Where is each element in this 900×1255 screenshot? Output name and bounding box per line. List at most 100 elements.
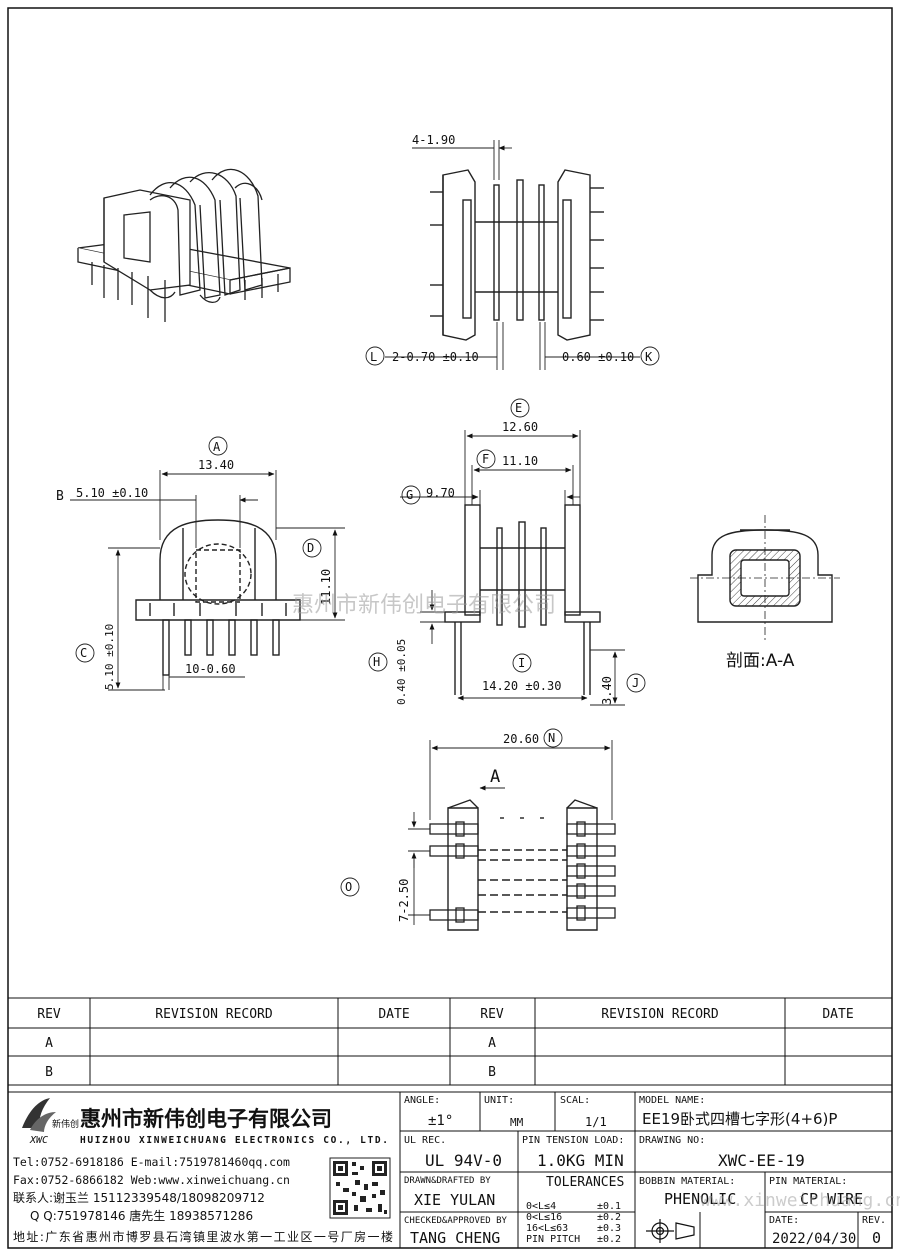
dim-K-value: 0.60 ±0.10 xyxy=(562,350,634,364)
qr-code xyxy=(329,1157,391,1219)
company-name-en: HUIZHOU XINWEICHUANG ELECTRONICS CO., LT… xyxy=(80,1135,388,1146)
dim-C-label: C xyxy=(80,646,87,660)
dim-F-label: F xyxy=(482,452,489,466)
checked-value: TANG CHENG xyxy=(410,1229,500,1247)
front-view-pins xyxy=(162,619,280,676)
drawn-label: DRAWN&DRAFTED BY xyxy=(404,1176,491,1186)
ul-label: UL REC. xyxy=(404,1135,446,1146)
tolerance-table: 0<L≤4 ±0.1 0<L≤16 ±0.2 16<L≤63 ±0.3 PIN … xyxy=(526,1201,621,1245)
tol-range-1: 0<L≤4 xyxy=(526,1201,556,1212)
dim-D-label: D xyxy=(307,541,314,555)
drawn-value: XIE YULAN xyxy=(414,1191,495,1209)
ul-value: UL 94V-0 xyxy=(425,1151,502,1170)
dim-G-label: G xyxy=(406,488,413,502)
dim-I-value: 14.20 ±0.30 xyxy=(482,679,561,693)
side-view xyxy=(444,504,601,695)
drawing-no-value: XWC-EE-19 xyxy=(718,1151,805,1170)
unit-value: MM xyxy=(510,1116,524,1129)
pin-material-value: CP WIRE xyxy=(800,1190,863,1208)
dim-K-label: K xyxy=(645,350,653,364)
tol-value-4: ±0.2 xyxy=(597,1234,621,1245)
date-header-2: DATE xyxy=(822,1007,853,1022)
dim-pin-pitch: 10-0.60 xyxy=(185,662,236,676)
logo-en: XWC xyxy=(29,1135,48,1146)
angle-label: ANGLE: xyxy=(404,1095,440,1106)
dim-H-label: H xyxy=(373,655,380,669)
url-watermark: www.xinweichuang.cn xyxy=(700,1190,900,1211)
dim-L-value: 2-0.70 ±0.10 xyxy=(392,350,479,364)
rev-row-b-1: B xyxy=(45,1065,53,1080)
company-address: 地址:广东省惠州市博罗县石湾镇里波水第一工业区一号厂房一楼 xyxy=(13,1229,393,1244)
front-view xyxy=(135,519,301,621)
isometric-view xyxy=(77,168,291,322)
revision-table xyxy=(7,997,893,1086)
tol-range-4: PIN PITCH xyxy=(526,1234,580,1245)
section-view xyxy=(690,515,840,640)
rev-header-2: REV xyxy=(480,1007,504,1022)
company-logo: 新伟创 XWC xyxy=(22,1098,79,1146)
projection-symbol-icon xyxy=(646,1219,695,1243)
dim-B-label: B xyxy=(56,489,64,504)
pin-tension-value: 1.0KG MIN xyxy=(537,1151,624,1170)
tol-value-3: ±0.3 xyxy=(597,1223,621,1234)
dim-O-label: O xyxy=(345,880,352,894)
pin-tension-label: PIN TENSION LOAD: xyxy=(522,1135,624,1146)
dim-J-value: 3.40 xyxy=(600,676,614,705)
top-view-dimensions xyxy=(365,140,660,370)
date-label: DATE: xyxy=(769,1215,799,1226)
dim-J-label: J xyxy=(632,676,639,690)
dim-N-value: 20.60 xyxy=(503,732,539,746)
rev-value: 0 xyxy=(872,1229,881,1247)
title-block-grid xyxy=(7,1091,893,1249)
rev-header-1: REV xyxy=(37,1007,61,1022)
angle-value: ±1° xyxy=(428,1113,453,1129)
contact-person: 联系人:谢玉兰 15112339548/18098209712 xyxy=(13,1190,265,1205)
date-value: 2022/04/30 xyxy=(772,1231,856,1247)
dim-pin-width: 4-1.90 xyxy=(412,133,455,147)
unit-label: UNIT: xyxy=(484,1095,514,1106)
pin-material-label: PIN MATERIAL: xyxy=(769,1176,847,1187)
bobbin-value: PHENOLIC xyxy=(664,1190,736,1208)
scale-value: 1/1 xyxy=(585,1115,607,1129)
section-arrow-label: A xyxy=(490,767,500,787)
dim-I-label: I xyxy=(518,656,525,670)
bottom-view-dimensions xyxy=(340,728,613,925)
tolerances-label: TOLERANCES xyxy=(546,1175,624,1190)
model-value: EE19卧式四槽七字形(4+6)P xyxy=(642,1110,837,1128)
dim-G-value: 9.70 xyxy=(426,486,455,500)
dim-N-label: N xyxy=(548,731,555,745)
section-label: 剖面:A-A xyxy=(726,651,795,671)
dim-O-value: 7-2.50 xyxy=(397,879,411,922)
dim-A-value: 13.40 xyxy=(198,458,234,472)
scale-label: SCAL: xyxy=(560,1095,590,1106)
dim-F-value: 11.10 xyxy=(502,454,538,468)
contact-fax: Fax:0752-6866182 Web:www.xinweichuang.cn xyxy=(13,1173,290,1187)
tol-range-2: 0<L≤16 xyxy=(526,1212,562,1223)
rev-row-b-2: B xyxy=(488,1065,496,1080)
dim-E-value: 12.60 xyxy=(502,420,538,434)
revision-record-header-2: REVISION RECORD xyxy=(601,1007,719,1022)
tol-range-3: 16<L≤63 xyxy=(526,1223,568,1234)
dim-L-label: L xyxy=(370,350,377,364)
rev-row-a-1: A xyxy=(45,1036,53,1051)
bobbin-label: BOBBIN MATERIAL: xyxy=(639,1176,735,1187)
dim-E-label: E xyxy=(515,401,522,415)
date-header-1: DATE xyxy=(378,1007,409,1022)
dim-H-value: 0.40 ±0.05 xyxy=(395,639,408,705)
rev-label: REV. xyxy=(862,1215,886,1226)
dim-A-label: A xyxy=(213,440,221,454)
logo-cn: 新伟创 xyxy=(52,1118,79,1130)
bottom-view-pins xyxy=(429,821,616,923)
rev-row-a-2: A xyxy=(488,1036,496,1051)
checked-label: CHECKED&APPROVED BY xyxy=(404,1216,508,1226)
front-view-dimensions xyxy=(70,436,345,691)
contact-tel: Tel:0752-6918186 E-mail:7519781460qq.com xyxy=(13,1155,290,1169)
watermark: 惠州市新伟创电子有限公司 xyxy=(292,593,556,618)
tol-value-2: ±0.2 xyxy=(597,1212,621,1223)
drawing-no-label: DRAWING NO: xyxy=(639,1135,705,1146)
model-label: MODEL NAME: xyxy=(639,1095,705,1106)
tol-value-1: ±0.1 xyxy=(597,1201,621,1212)
revision-record-header-1: REVISION RECORD xyxy=(155,1007,273,1022)
top-view xyxy=(430,169,604,341)
